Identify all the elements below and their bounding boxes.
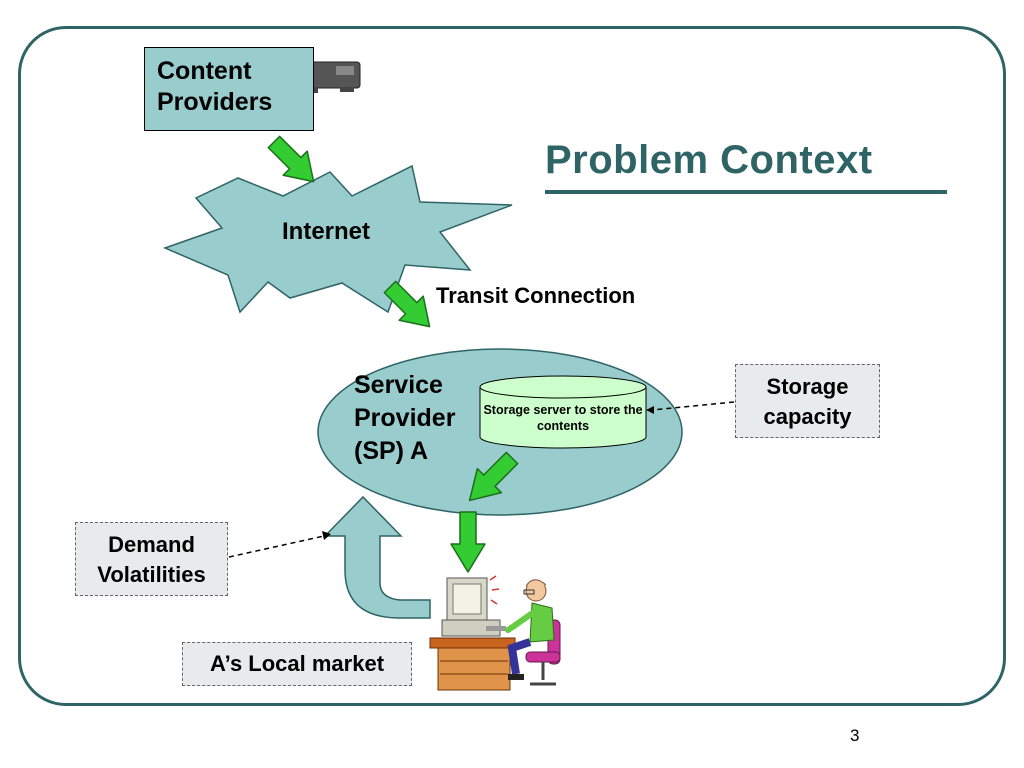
green-arrows xyxy=(267,135,519,573)
demand-volatilities-label: Demand Volatilities xyxy=(97,532,206,587)
slide-frame xyxy=(18,26,1006,706)
storage-capacity-connector xyxy=(651,401,735,411)
demand-connector xyxy=(228,535,325,558)
content-providers-box: Content Providers xyxy=(144,47,314,131)
arrow-sp-to-user xyxy=(450,511,486,573)
demand-volatilities-box: Demand Volatilities xyxy=(75,522,228,596)
demand-connector-arrowhead xyxy=(322,531,331,540)
page-number: 3 xyxy=(850,726,860,745)
storage-connector-arrowhead xyxy=(646,406,654,414)
transit-connection-label: Transit Connection xyxy=(436,283,636,308)
arrow-content-to-internet xyxy=(267,135,315,183)
storage-capacity-label: Storage capacity xyxy=(763,374,852,429)
local-market-label: A’s Local market xyxy=(209,651,385,676)
slide-title: Problem Context xyxy=(545,138,873,182)
arrow-storage-to-user xyxy=(468,451,519,502)
storage-capacity-box: Storage capacity xyxy=(735,364,880,438)
arrow-internet-to-sp xyxy=(383,280,431,328)
storage-server-label: Storage server to store the contents xyxy=(483,403,643,433)
service-provider-label: Service Provider (SP) A xyxy=(354,371,456,465)
title-underline xyxy=(545,190,947,194)
internet-label: Internet xyxy=(282,218,371,245)
user-at-computer-icon xyxy=(429,575,561,691)
local-market-box: A’s Local market xyxy=(182,642,412,686)
content-providers-label: Content Providers xyxy=(157,57,273,116)
storage-server-cylinder xyxy=(479,375,647,449)
demand-return-arrow xyxy=(323,495,431,619)
